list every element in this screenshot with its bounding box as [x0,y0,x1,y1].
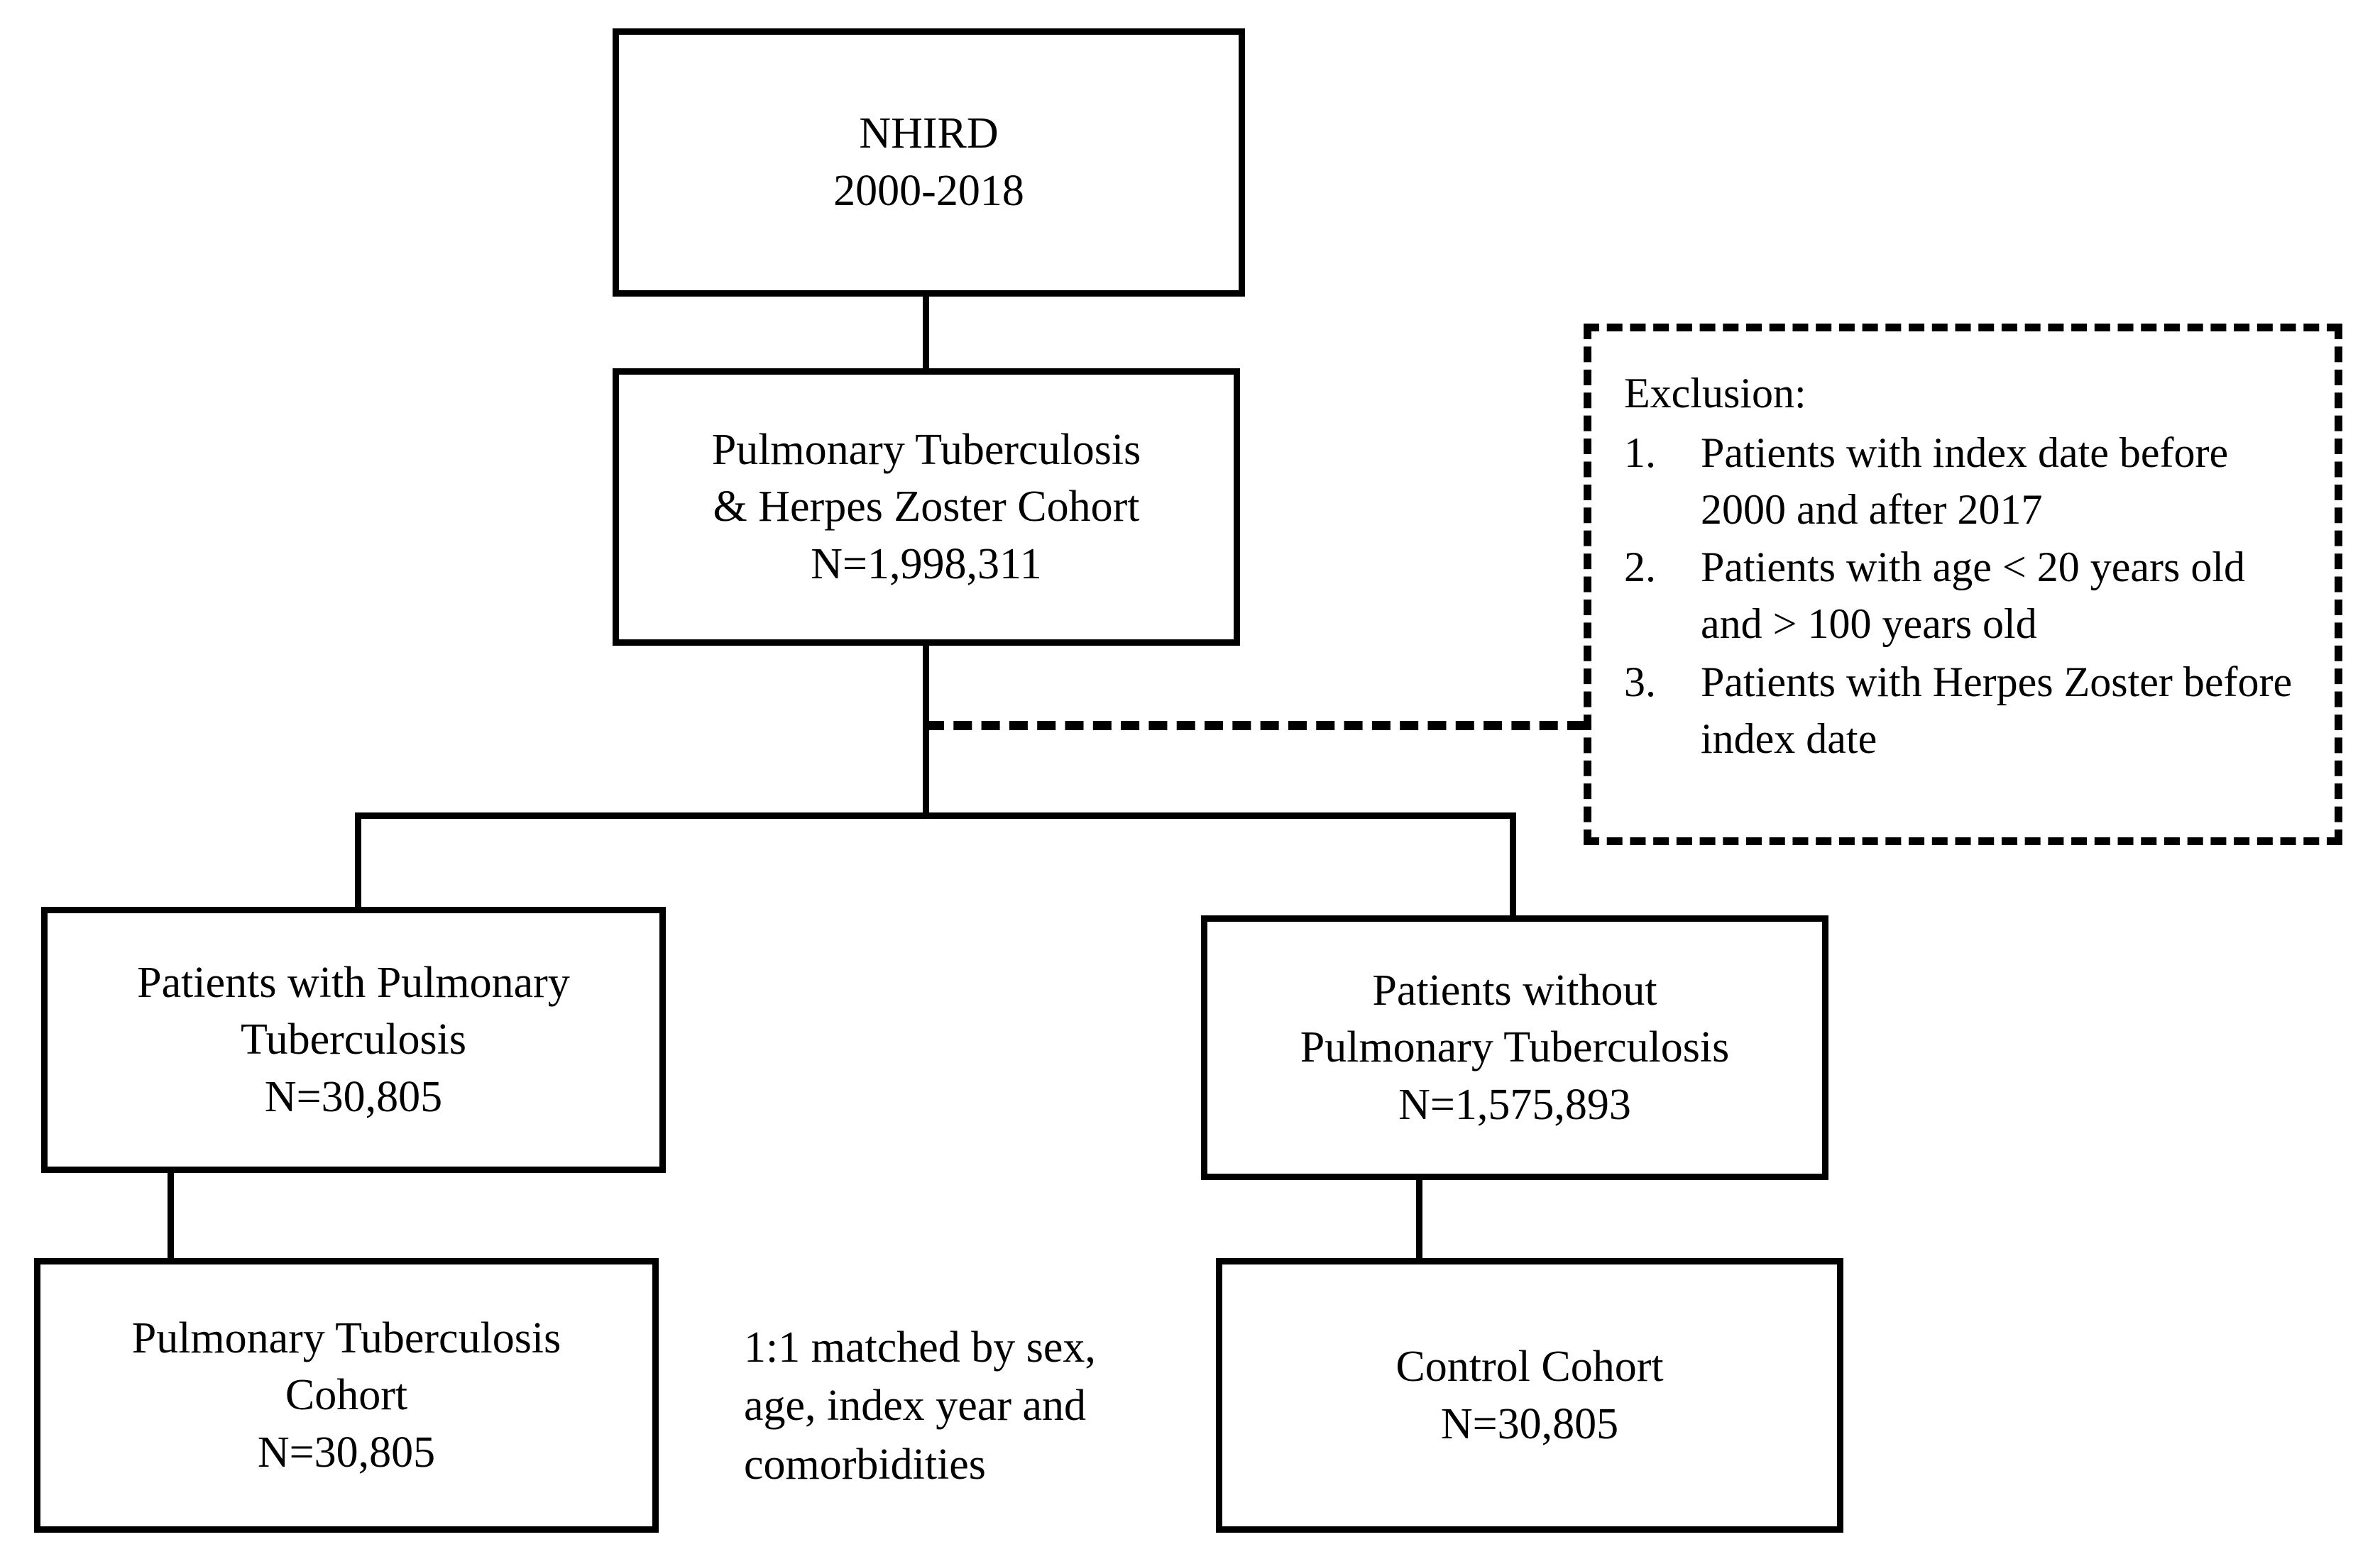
node-control-cohort-line-1: Control Cohort [1395,1342,1664,1391]
node-patients-without-ptb-count: N=1,575,893 [1398,1080,1631,1129]
exclusion-box[interactable]: Exclusion: 1. Patients with index date b… [1584,324,2342,845]
connector-cohort-to-split [923,642,929,818]
exclusion-item-1-text: Patients with index date before 2000 and… [1701,429,2229,533]
node-pt-hz-cohort-line-1: Pulmonary Tuberculosis [711,425,1141,474]
node-ptb-cohort-count: N=30,805 [257,1428,436,1477]
node-nhird-line-2: 2000-2018 [833,167,1024,215]
connector-source-to-cohort [923,294,929,373]
exclusion-item-3-number: 3. [1624,658,1656,705]
exclusion-item-1: 1. Patients with index date before 2000 … [1624,425,2310,539]
connector-without-ptb-to-control-cohort [1416,1169,1422,1258]
connector-split-bar [355,812,1516,819]
matching-note-line-1: 1:1 matched by sex, [744,1323,1096,1372]
node-nhird[interactable]: NHIRD 2000-2018 [613,28,1245,297]
node-patients-without-ptb-line-2: Pulmonary Tuberculosis [1300,1023,1730,1072]
node-ptb-cohort-line-2: Cohort [285,1371,408,1420]
exclusion-item-1-number: 1. [1624,429,1656,476]
node-patients-with-ptb-line-2: Tuberculosis [240,1015,467,1064]
exclusion-item-3: 3. Patients with Herpes Zoster before in… [1624,654,2310,768]
connector-with-ptb-to-ptb-cohort [168,1169,174,1258]
node-ptb-cohort-line-1: Pulmonary Tuberculosis [131,1313,561,1362]
connector-split-to-without-ptb [1510,812,1516,920]
node-control-cohort-count: N=30,805 [1440,1399,1619,1448]
matching-note-line-2: age, index year and [744,1382,1086,1431]
node-ptb-cohort[interactable]: Pulmonary Tuberculosis Cohort N=30,805 [34,1258,659,1533]
exclusion-item-2-text: Patients with age < 20 years old and > 1… [1701,544,2246,648]
node-patients-with-ptb-line-1: Patients with Pulmonary [137,958,570,1007]
exclusion-item-2: 2. Patients with age < 20 years old and … [1624,539,2310,653]
exclusion-list: 1. Patients with index date before 2000 … [1620,425,2310,768]
node-control-cohort[interactable]: Control Cohort N=30,805 [1216,1258,1843,1533]
node-nhird-line-1: NHIRD [859,109,999,158]
node-pt-hz-cohort-count: N=1,998,311 [811,539,1042,588]
matching-note-line-3: comorbidities [744,1440,986,1489]
node-patients-with-ptb[interactable]: Patients with Pulmonary Tuberculosis N=3… [41,907,666,1173]
exclusion-item-2-number: 2. [1624,544,1656,591]
node-patients-with-ptb-count: N=30,805 [264,1072,443,1121]
node-patients-without-ptb-line-1: Patients without [1372,966,1657,1015]
node-pt-hz-cohort-line-2: & Herpes Zoster Cohort [713,483,1140,531]
connector-split-to-with-ptb [355,812,361,912]
matching-note: 1:1 matched by sex, age, index year and … [744,1318,1141,1494]
node-pt-hz-cohort[interactable]: Pulmonary Tuberculosis & Herpes Zoster C… [613,368,1240,646]
connector-cohort-to-exclusion [926,721,1586,730]
node-patients-without-ptb[interactable]: Patients without Pulmonary Tuberculosis … [1201,915,1828,1180]
exclusion-title: Exclusion: [1624,370,1806,417]
exclusion-item-3-text: Patients with Herpes Zoster before index… [1701,658,2293,762]
